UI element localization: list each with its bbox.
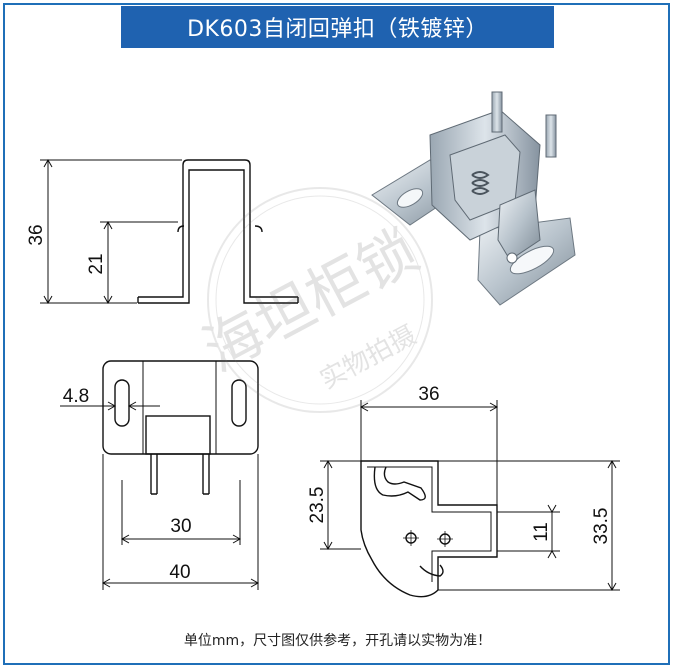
profile-view [320, 400, 620, 598]
outer-frame [3, 3, 670, 665]
side-view [40, 158, 299, 305]
footer-note: 单位mm，尺寸图仅供参考，开孔请以实物为准！ [183, 633, 492, 649]
title-banner: DK603自闭回弹扣（铁镀锌） [121, 6, 554, 48]
dim-front-4-8: 4.8 [63, 386, 89, 407]
product-title: DK603自闭回弹扣（铁镀锌） [187, 17, 488, 42]
dim-front-30: 30 [170, 516, 191, 537]
dim-profile-23-5: 23.5 [307, 487, 328, 524]
dim-side-21: 21 [86, 253, 107, 274]
product-photo [371, 91, 576, 306]
dim-side-36: 36 [26, 224, 47, 245]
dim-profile-11: 11 [531, 522, 552, 542]
front-view [60, 360, 260, 590]
dim-profile-33-5: 33.5 [591, 508, 612, 545]
dim-front-40: 40 [169, 562, 190, 583]
watermark-sub: 实物拍摄 [315, 319, 421, 394]
dim-profile-36: 36 [418, 384, 439, 405]
